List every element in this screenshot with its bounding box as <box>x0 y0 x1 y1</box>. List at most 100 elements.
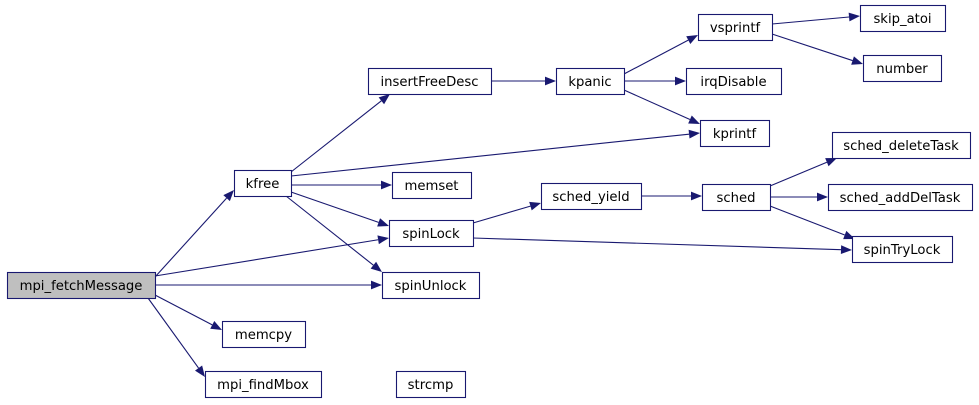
edge-kfree-to-kprintf <box>290 129 700 177</box>
edge-kfree-to-spinUnlock <box>285 195 382 272</box>
edge-line <box>147 297 200 369</box>
arrow-head-icon <box>223 190 234 202</box>
node-box[interactable] <box>204 370 323 399</box>
edge-line <box>623 39 689 75</box>
edge-kpanic-to-vsprintf <box>623 35 698 75</box>
node-box[interactable] <box>699 119 771 148</box>
node-label: skip_atoi <box>873 12 931 27</box>
node-spinTryLock[interactable]: spinTryLock <box>851 235 954 264</box>
edge-line <box>472 237 842 251</box>
node-memcpy[interactable]: memcpy <box>221 320 307 349</box>
node-box[interactable] <box>862 54 943 83</box>
edge-line <box>769 205 845 236</box>
node-label: sched <box>717 191 756 206</box>
node-box[interactable] <box>831 131 972 160</box>
node-sched_addDelTask[interactable]: sched_addDelTask <box>827 183 974 212</box>
node-spinLock[interactable]: spinLock <box>388 219 475 248</box>
edge-line <box>290 133 690 177</box>
node-mpi_findMbox[interactable]: mpi_findMbox <box>204 370 323 399</box>
edge-line <box>154 239 379 277</box>
node-spinUnlock[interactable]: spinUnlock <box>381 271 481 300</box>
node-label: kprintf <box>713 127 757 142</box>
edge-mpi_fetchMessage-to-spinLock <box>154 235 389 277</box>
node-label: vsprintf <box>710 21 761 36</box>
arrow-head-icon <box>381 180 392 190</box>
arrow-head-icon <box>210 321 222 330</box>
node-label: memset <box>405 179 459 194</box>
node-irqDisable[interactable]: irqDisable <box>685 67 783 96</box>
node-label: number <box>876 62 928 77</box>
node-label: strcmp <box>408 378 454 393</box>
node-number[interactable]: number <box>862 54 943 83</box>
node-label: insertFreeDesc <box>381 75 479 90</box>
node-box[interactable] <box>540 182 643 211</box>
node-sched_deleteTask[interactable]: sched_deleteTask <box>831 131 972 160</box>
node-label: irqDisable <box>700 75 766 90</box>
edge-sched-to-sched_addDelTask <box>770 192 828 202</box>
node-box[interactable] <box>381 271 481 300</box>
node-box[interactable] <box>851 235 954 264</box>
arrow-head-icon <box>370 261 382 272</box>
edge-line <box>771 16 850 25</box>
node-memset[interactable]: memset <box>391 171 473 200</box>
node-box[interactable] <box>701 183 772 212</box>
arrow-head-icon <box>545 76 556 86</box>
edge-insertFreeDesc-to-kpanic <box>491 76 556 86</box>
node-box[interactable] <box>555 67 626 96</box>
arrow-head-icon <box>691 191 702 201</box>
edge-spinLock-to-spinTryLock <box>472 237 852 255</box>
edge-vsprintf-to-skip_atoi <box>771 12 860 25</box>
node-label: memcpy <box>235 328 292 343</box>
edge-mpi_fetchMessage-to-mpi_findMbox <box>147 297 205 377</box>
edge-line <box>290 191 379 223</box>
edge-line <box>623 89 691 121</box>
node-sched[interactable]: sched <box>701 183 772 212</box>
node-strcmp[interactable]: strcmp <box>395 370 467 399</box>
node-kfree[interactable]: kfree <box>233 169 293 198</box>
node-sched_yield[interactable]: sched_yield <box>540 182 643 211</box>
edge-mpi_fetchMessage-to-spinUnlock <box>155 280 382 290</box>
arrow-head-icon <box>377 235 389 245</box>
node-box[interactable] <box>367 67 493 96</box>
arrow-head-icon <box>840 245 852 255</box>
node-label: sched_yield <box>552 190 629 205</box>
node-box[interactable] <box>697 13 774 42</box>
node-box[interactable] <box>395 370 467 399</box>
node-box[interactable] <box>685 67 783 96</box>
arrow-head-icon <box>529 201 541 211</box>
edge-line <box>771 33 853 62</box>
node-mpi_fetchMessage[interactable]: mpi_fetchMessage <box>6 271 157 300</box>
node-box[interactable] <box>388 219 475 248</box>
node-label: spinUnlock <box>395 279 467 294</box>
node-kpanic[interactable]: kpanic <box>555 67 626 96</box>
node-box[interactable] <box>6 271 157 300</box>
edge-kfree-to-insertFreeDesc <box>290 94 390 173</box>
arrow-head-icon <box>848 12 860 22</box>
node-label: mpi_findMbox <box>217 378 309 393</box>
edge-line <box>290 100 382 173</box>
node-label: kpanic <box>568 75 611 90</box>
edges-layer <box>147 12 863 377</box>
node-box[interactable] <box>391 171 473 200</box>
arrow-head-icon <box>851 56 863 65</box>
arrow-head-icon <box>825 158 837 167</box>
node-box[interactable] <box>859 4 947 33</box>
node-insertFreeDesc[interactable]: insertFreeDesc <box>367 67 493 96</box>
node-label: spinTryLock <box>864 243 941 258</box>
node-box[interactable] <box>233 169 293 198</box>
node-label: kfree <box>246 177 280 192</box>
arrow-head-icon <box>688 115 700 124</box>
arrow-head-icon <box>194 365 205 377</box>
node-skip_atoi[interactable]: skip_atoi <box>859 4 947 33</box>
node-label: sched_addDelTask <box>840 191 961 206</box>
node-kprintf[interactable]: kprintf <box>699 119 771 148</box>
edge-kpanic-to-kprintf <box>623 89 700 124</box>
node-vsprintf[interactable]: vsprintf <box>697 13 774 42</box>
edge-mpi_fetchMessage-to-kfree <box>154 190 234 278</box>
node-box[interactable] <box>827 183 974 212</box>
node-box[interactable] <box>221 320 307 349</box>
node-label: spinLock <box>402 227 460 242</box>
arrow-head-icon <box>371 280 382 290</box>
